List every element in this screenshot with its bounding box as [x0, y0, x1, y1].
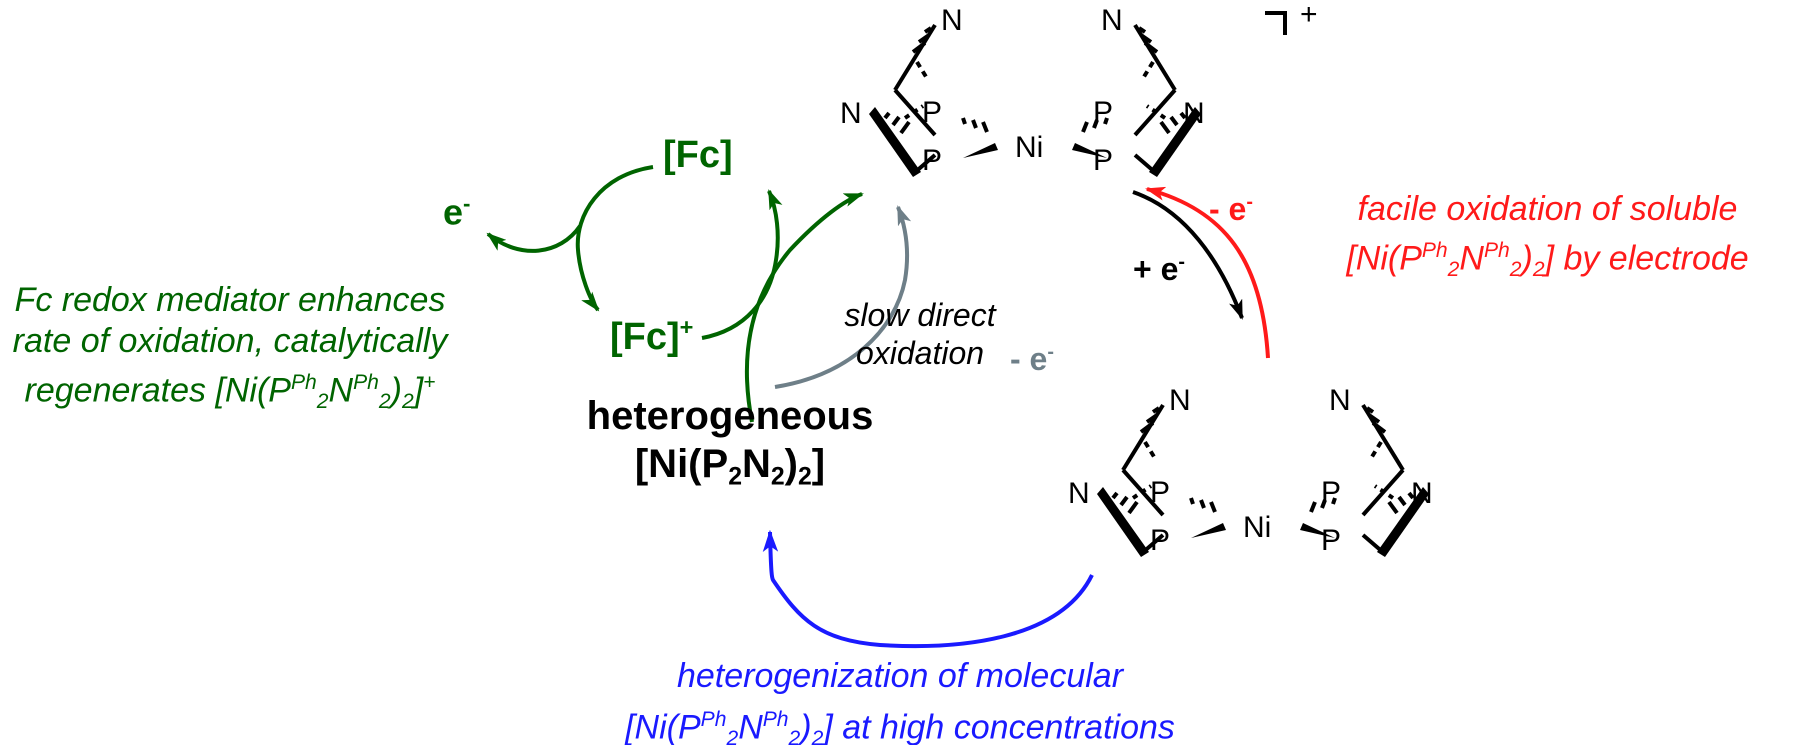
direct-minus-e-label: - e-: [1010, 341, 1054, 377]
plus-e-label: + e-: [1133, 251, 1185, 287]
heterogenization-arrow: [762, 529, 1094, 649]
direct-oxidation-arrow: [774, 205, 912, 389]
svg-text:Ni: Ni: [1015, 131, 1043, 164]
svg-text:N: N: [1101, 4, 1123, 37]
svg-text:P: P: [1321, 524, 1341, 557]
svg-text:P: P: [1150, 476, 1170, 509]
svg-text:N: N: [1169, 384, 1191, 417]
svg-text:N: N: [840, 97, 862, 130]
svg-text:P: P: [1093, 144, 1113, 177]
svg-text:N: N: [1068, 477, 1090, 510]
svg-text:P: P: [922, 144, 942, 177]
svg-text:N: N: [1183, 97, 1205, 130]
red-minus-e-label: - e-: [1209, 191, 1253, 227]
svg-text:N: N: [1329, 384, 1351, 417]
atom-n: N: [941, 4, 963, 37]
complex-charge-label: +: [1300, 0, 1318, 31]
svg-text:Ni: Ni: [1243, 511, 1271, 544]
svg-text:P: P: [1150, 524, 1170, 557]
electron-label: e-: [443, 191, 471, 233]
fc-plus-label: [Fc]+: [610, 314, 694, 359]
oxidized-complex-structure: N P P N Ni P P N N: [840, 4, 1287, 179]
svg-text:P: P: [1321, 476, 1341, 509]
fc-cycle-arrows: [486, 165, 864, 423]
fc-mediator-annotation: Fc redox mediator enhances rate of oxida…: [12, 281, 448, 413]
heterogenization-annotation: heterogenization of molecular [Ni(PPh2NP…: [625, 657, 1175, 745]
neutral-complex-structure: N P P N Ni P P N N: [1068, 384, 1433, 559]
electrode-oxidation-arrow: [1145, 186, 1270, 359]
heterogeneous-complex-label: heterogeneous [Ni(P2N2)2]: [586, 394, 874, 491]
slow-direct-oxidation-label: slow direct oxidation: [844, 297, 996, 371]
facile-oxidation-annotation: facile oxidation of soluble [Ni(PPh2NPh2…: [1346, 190, 1749, 281]
svg-text:P: P: [1093, 96, 1113, 129]
svg-text:P: P: [922, 96, 942, 129]
svg-text:N: N: [1411, 477, 1433, 510]
fc-label: [Fc]: [663, 134, 733, 176]
